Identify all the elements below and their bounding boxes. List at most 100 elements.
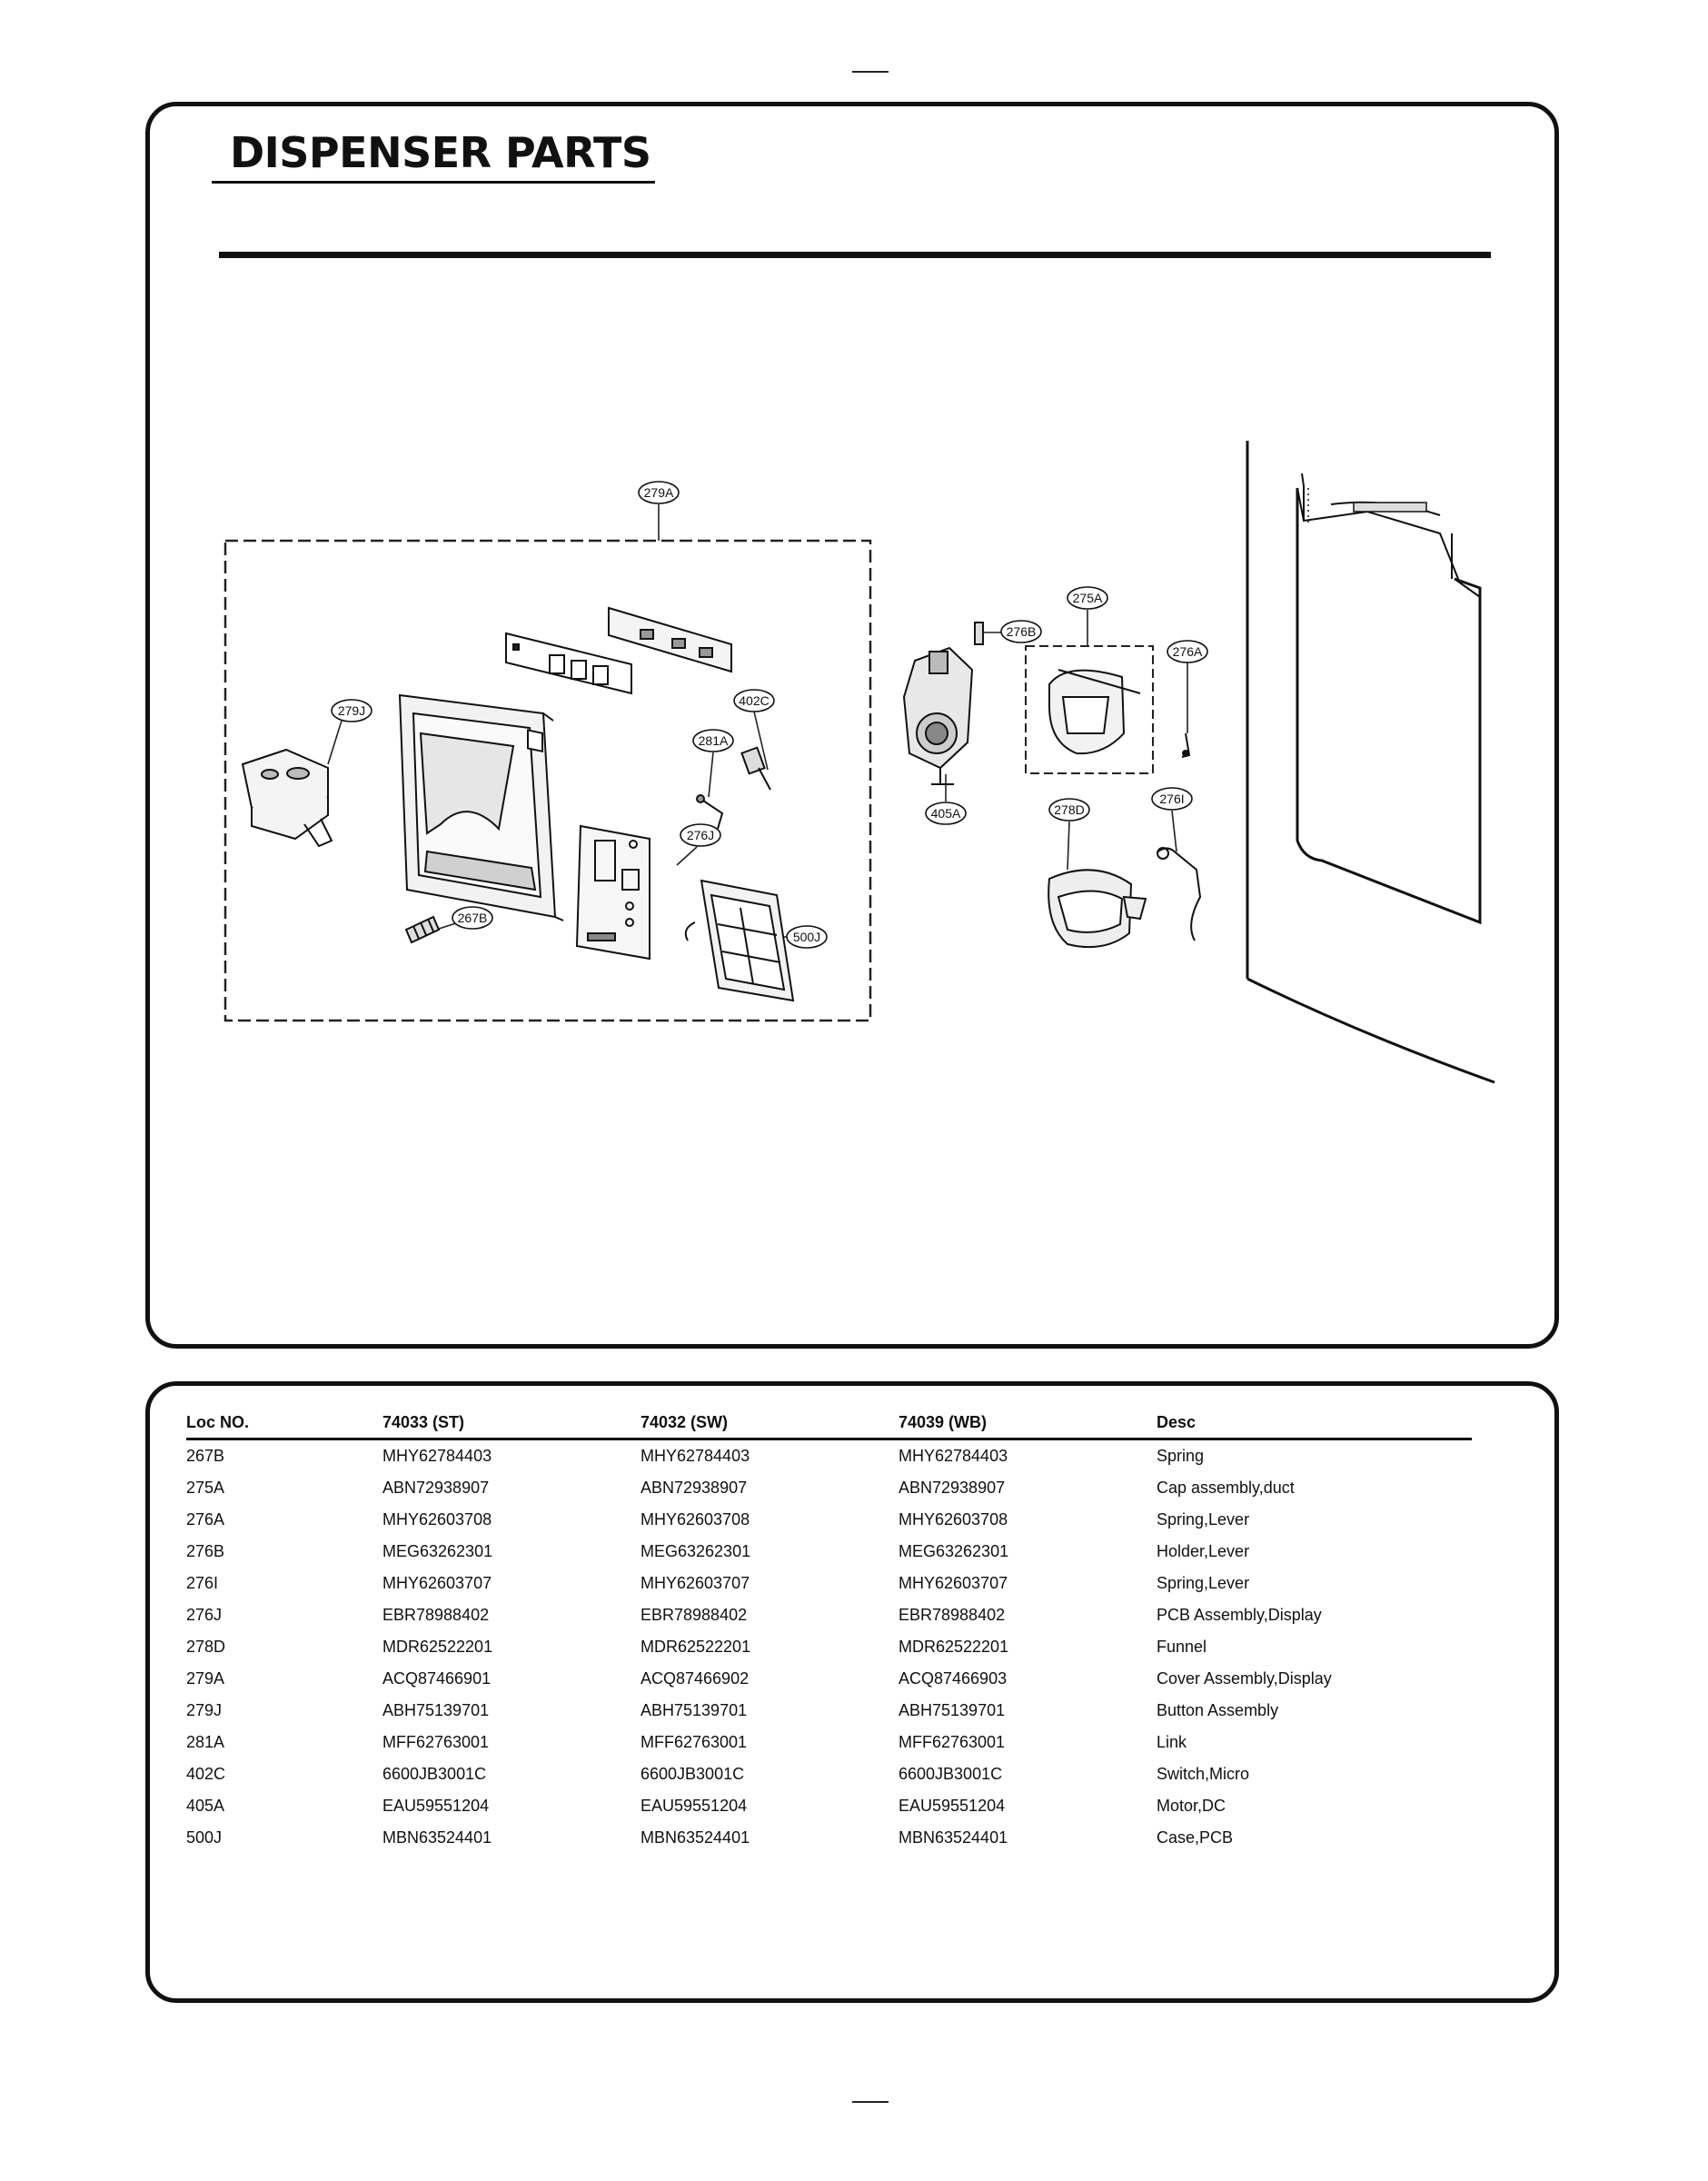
- callout-276b: 276B: [1000, 620, 1042, 643]
- table-row: 279J ABH75139701 ABH75139701 ABH75139701 But…: [186, 1695, 1472, 1727]
- table-cell: MFF62763001: [899, 1733, 1006, 1751]
- table-cell: 276B: [186, 1542, 225, 1560]
- table-cell: MDR62522201: [899, 1638, 1009, 1656]
- table-cell: Spring,Lever: [1157, 1510, 1250, 1529]
- callout-267b: 267B: [452, 906, 493, 930]
- callout-labels: 279A 279J 402C 281A 276J 267B 500J 276B 275A 276A…: [331, 481, 1208, 949]
- callout-279a: 279A: [638, 481, 680, 504]
- table-cell: MHY62784403: [899, 1447, 1008, 1465]
- header-rule: [219, 252, 1491, 258]
- table-cell: MFF62763001: [382, 1733, 490, 1751]
- callout-text: 276J: [687, 828, 714, 842]
- display-pcb-strip: [505, 632, 632, 753]
- table-cell: 6600JB3001C: [899, 1765, 1003, 1783]
- table-cell: Case,PCB: [1157, 1828, 1234, 1847]
- assembly-275a-boundary: [1025, 645, 1154, 774]
- table-cell: EAU59551204: [899, 1797, 1006, 1815]
- cap-assembly-duct-275a: [1048, 669, 1141, 755]
- table-cell: MHY62603707: [899, 1574, 1008, 1592]
- table-cell: MBN63524401: [382, 1828, 492, 1847]
- header-74032: 74032 (SW): [640, 1413, 899, 1440]
- table-cell: 276A: [186, 1510, 225, 1529]
- callout-276i: 276I: [1151, 787, 1193, 811]
- parts-table-panel: Loc NO. 74033 (ST) 74032 (SW) 74039 (WB)…: [145, 1381, 1559, 2003]
- callout-text: 276A: [1173, 644, 1203, 659]
- spring-lever-276i: [1157, 847, 1202, 941]
- callout-text: 276B: [1007, 624, 1037, 639]
- header-desc: Desc: [1157, 1413, 1472, 1440]
- table-cell: ABN72938907: [640, 1479, 748, 1497]
- link-281a: [696, 794, 724, 830]
- table-row: 281A MFF62763001 MFF62763001 MFF62763001 Lin…: [186, 1727, 1472, 1758]
- callout-276a: 276A: [1167, 640, 1208, 663]
- callout-text: 267B: [458, 911, 488, 925]
- callout-275a: 275A: [1067, 586, 1108, 610]
- callout-278d: 278D: [1048, 798, 1090, 822]
- table-cell: ACQ87466903: [899, 1669, 1008, 1688]
- table-cell: 279J: [186, 1701, 223, 1719]
- pcb-assembly-276j: [575, 824, 650, 961]
- table-cell: ABH75139701: [382, 1701, 490, 1719]
- table-cell: Cap assembly,duct: [1157, 1479, 1295, 1497]
- table-cell: MBN63524401: [899, 1828, 1008, 1847]
- table-cell: MHY62784403: [382, 1447, 492, 1465]
- table-cell: MDR62522201: [382, 1638, 493, 1656]
- table-cell: 278D: [186, 1638, 226, 1656]
- parts-table-header-row: Loc NO. 74033 (ST) 74032 (SW) 74039 (WB)…: [186, 1413, 1472, 1440]
- page-title: DISPENSER PARTS: [230, 128, 651, 177]
- diagram-panel: DISPENSER PARTS: [145, 102, 1559, 1349]
- table-cell: Funnel: [1157, 1638, 1207, 1656]
- table-cell: 6600JB3001C: [382, 1765, 487, 1783]
- spring-lever-276a: [1181, 732, 1191, 758]
- table-cell: MEG63262301: [899, 1542, 1009, 1560]
- callout-text: 278D: [1054, 802, 1084, 817]
- table-cell: MFF62763001: [640, 1733, 748, 1751]
- holder-lever-276b: [974, 622, 984, 645]
- table-cell: MHY62603708: [382, 1510, 492, 1529]
- table-cell: EBR78988402: [382, 1606, 490, 1624]
- cover-frame-279a: [398, 693, 564, 921]
- table-cell: 500J: [186, 1828, 223, 1847]
- table-cell: ABH75139701: [640, 1701, 748, 1719]
- table-cell: Spring,Lever: [1157, 1574, 1250, 1592]
- table-cell: EBR78988402: [899, 1606, 1006, 1624]
- callout-text: 279J: [338, 703, 365, 718]
- exploded-parts-diagram: 279A 279J 402C 281A 276J 267B 500J 276B 275A 276A…: [223, 441, 1495, 1084]
- header-loc-no: Loc NO.: [186, 1413, 382, 1440]
- table-cell: MHY62603707: [640, 1574, 750, 1592]
- table-cell: ACQ87466901: [382, 1669, 492, 1688]
- page-mark-top: [852, 71, 889, 73]
- callout-text: 281A: [699, 733, 729, 748]
- button-assembly-279j: [241, 748, 333, 848]
- table-cell: ABH75139701: [899, 1701, 1006, 1719]
- table-cell: 275A: [186, 1479, 225, 1497]
- title-underline: [212, 181, 655, 184]
- case-pcb-500j: [684, 879, 795, 1002]
- table-cell: Button Assembly: [1157, 1701, 1279, 1719]
- micro-switch-402c: [740, 746, 771, 791]
- callout-402c: 402C: [733, 689, 775, 712]
- callout-500j: 500J: [786, 925, 828, 949]
- table-cell: Link: [1157, 1733, 1187, 1751]
- table-row: 279A ACQ87466901 ACQ87466902 ACQ87466903 Cov…: [186, 1663, 1472, 1695]
- spring-267b: [404, 915, 441, 944]
- table-cell: ABN72938907: [382, 1479, 490, 1497]
- table-cell: MHY62603708: [640, 1510, 750, 1529]
- table-cell: MEG63262301: [640, 1542, 751, 1560]
- table-cell: MBN63524401: [640, 1828, 750, 1847]
- table-cell: Cover Assembly,Display: [1157, 1669, 1332, 1688]
- table-cell: MHY62784403: [640, 1447, 750, 1465]
- header-74033: 74033 (ST): [382, 1413, 640, 1440]
- table-cell: ACQ87466902: [640, 1669, 750, 1688]
- table-cell: Motor,DC: [1157, 1797, 1226, 1815]
- table-cell: 281A: [186, 1733, 225, 1751]
- table-cell: Spring: [1157, 1447, 1205, 1465]
- table-cell: 279A: [186, 1669, 225, 1688]
- callout-276j: 276J: [680, 823, 721, 847]
